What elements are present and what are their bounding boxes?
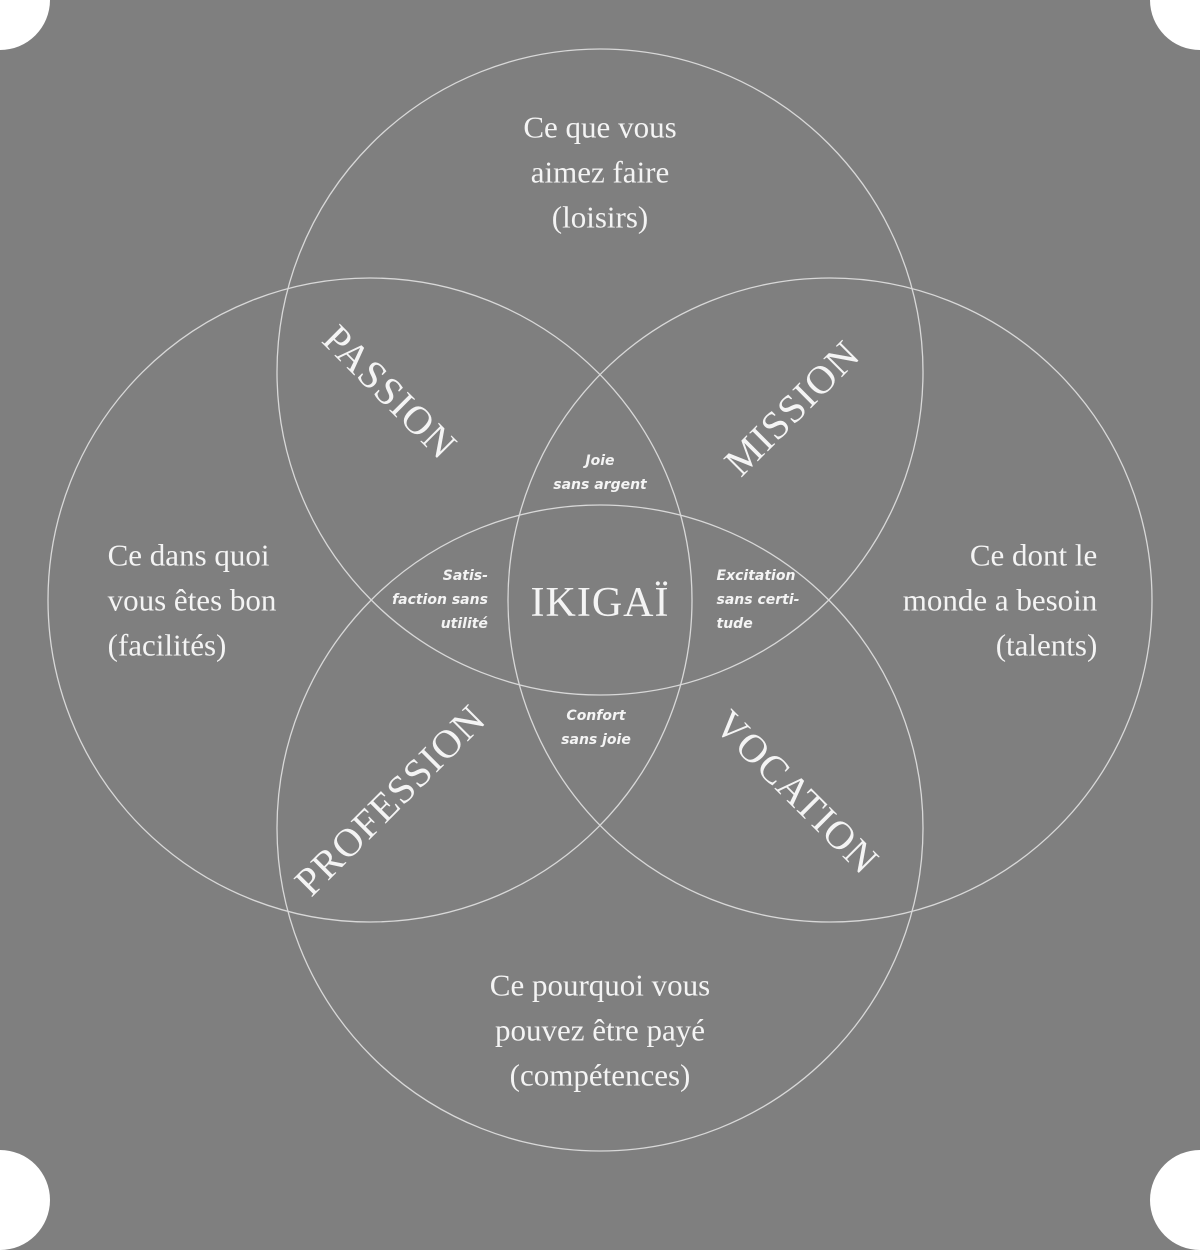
circle-good-at: [47, 277, 693, 923]
circle-world-needs: [507, 277, 1153, 923]
circle-paid-for: [276, 504, 924, 1152]
label-ikigai: IKIGAÏ: [530, 580, 670, 626]
venn-circles: [47, 48, 1153, 1152]
circle-love: [276, 48, 924, 696]
